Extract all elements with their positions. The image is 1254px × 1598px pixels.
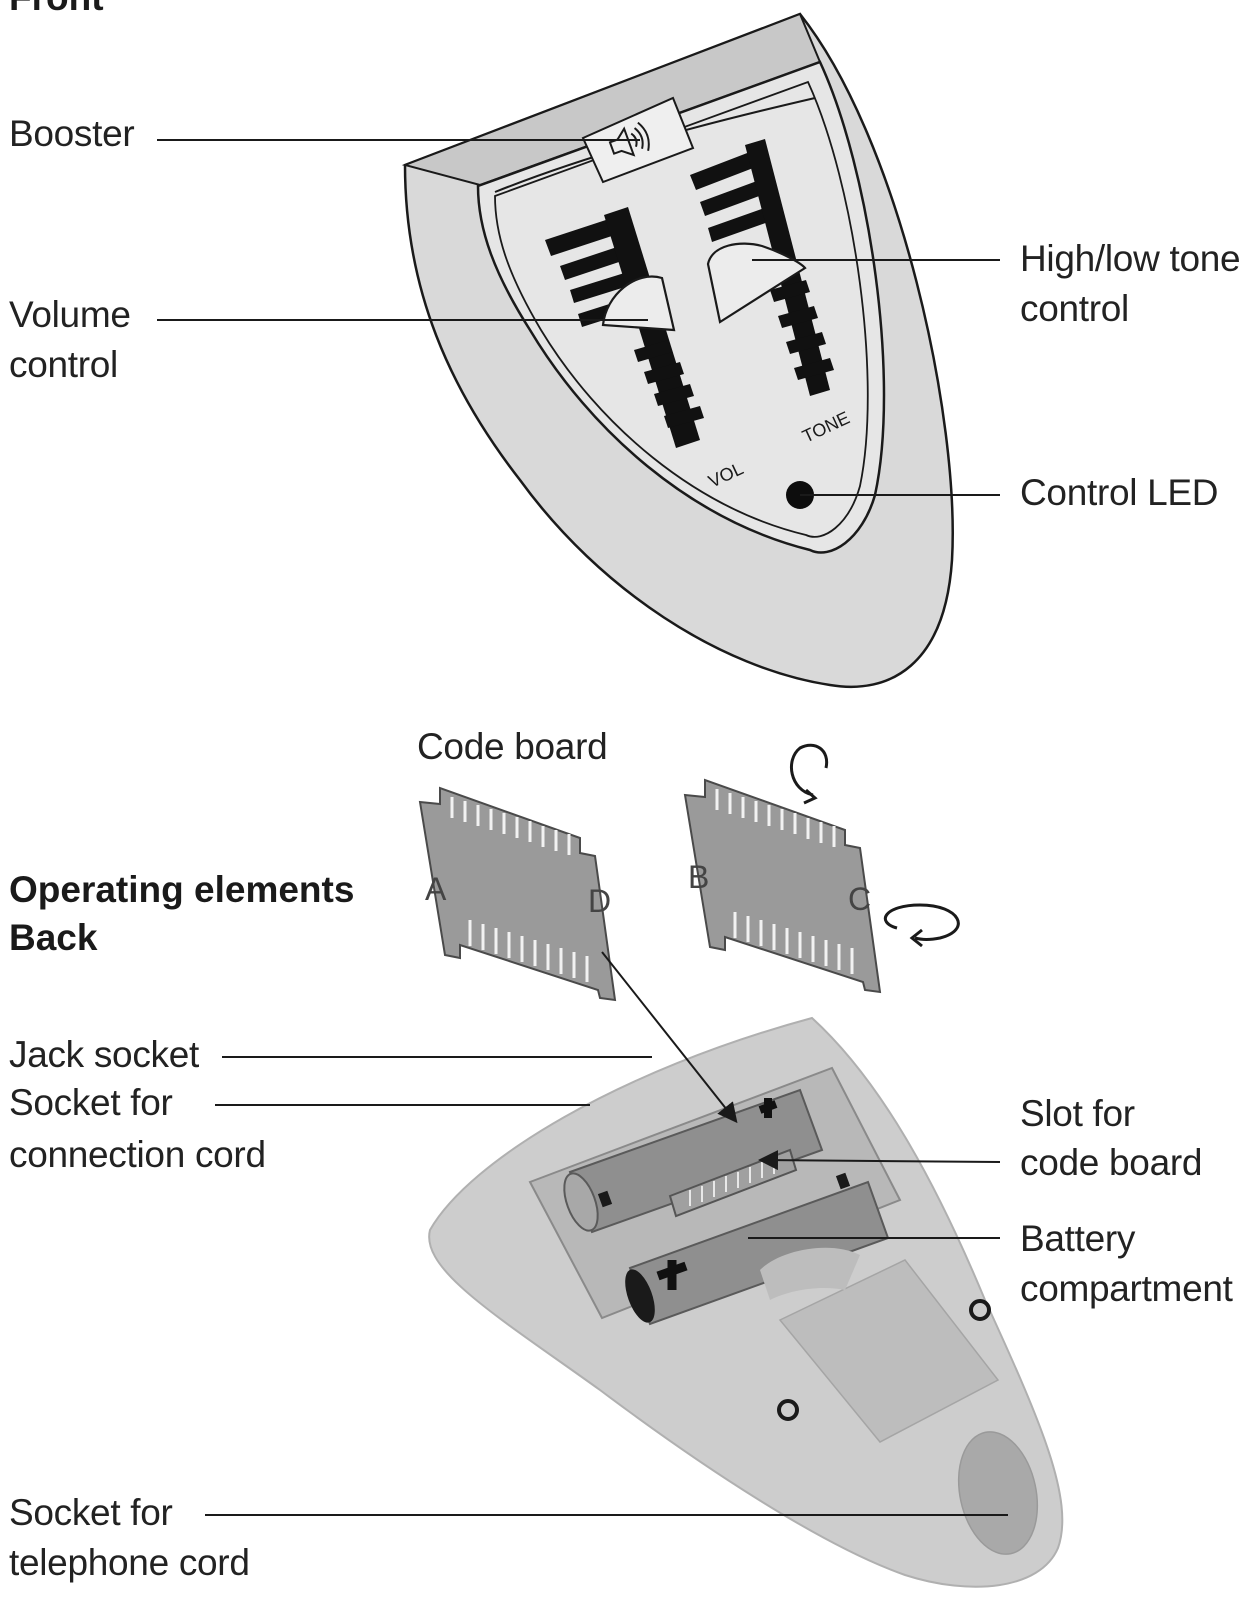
telephone-cord-label-line1: Socket for bbox=[9, 1492, 173, 1533]
volume-slider-knob bbox=[601, 275, 676, 332]
back-device-arch bbox=[760, 1247, 860, 1300]
telephone-cord-label-line2: telephone cord bbox=[9, 1542, 250, 1583]
front-leader-lines bbox=[157, 139, 1000, 496]
code-board-2-label-left: B bbox=[688, 859, 709, 895]
back-device bbox=[428, 1016, 1064, 1588]
front-device-face bbox=[476, 60, 886, 554]
code-board-insert-arrow bbox=[601, 951, 738, 1124]
slot-leader bbox=[758, 1150, 1001, 1171]
booster-label: Booster bbox=[9, 113, 135, 154]
back-leader-lines bbox=[205, 951, 1008, 1516]
slot-label-line1: Slot for bbox=[1020, 1093, 1135, 1134]
code-board-2: B C bbox=[683, 778, 882, 994]
led-label: Control LED bbox=[1020, 472, 1219, 513]
front-device: VOL TONE bbox=[401, 12, 954, 689]
rotate-clockwise-icon bbox=[790, 743, 829, 805]
telephone-cord-socket bbox=[957, 1431, 1039, 1555]
tone-slider-knob bbox=[706, 242, 807, 324]
connection-socket-label-line1: Socket for bbox=[9, 1082, 173, 1123]
battery-label-line2: compartment bbox=[1020, 1268, 1233, 1309]
screw-hole-2 bbox=[777, 1399, 799, 1421]
jack-socket-label: Jack socket bbox=[9, 1034, 199, 1075]
code-board-1-label-left: A bbox=[425, 871, 447, 907]
code-board-2-label-right: C bbox=[848, 881, 871, 917]
back-device-label-plate bbox=[778, 1259, 1000, 1443]
back-heading-line2: Back bbox=[9, 917, 98, 958]
tone-label-line2: control bbox=[1020, 288, 1129, 329]
tone-label-line1: High/low tone bbox=[1020, 238, 1241, 279]
slot-label-line2: code board bbox=[1020, 1142, 1203, 1183]
back-heading-line1: Operating elements bbox=[9, 869, 355, 910]
code-board-title: Code board bbox=[417, 726, 608, 767]
volume-label-line1: Volume bbox=[9, 294, 131, 335]
battery-label-line1: Battery bbox=[1020, 1218, 1136, 1259]
rotate-counterclockwise-icon bbox=[883, 903, 960, 948]
front-heading: Front bbox=[9, 0, 104, 22]
connection-socket-label-line2: connection cord bbox=[9, 1134, 266, 1175]
screw-hole-1 bbox=[969, 1299, 991, 1321]
front-device-face-inner bbox=[494, 80, 869, 538]
volume-label-line2: control bbox=[9, 344, 118, 385]
code-board-1-label-right: D bbox=[588, 883, 611, 919]
code-board-1: A D bbox=[418, 786, 617, 1002]
